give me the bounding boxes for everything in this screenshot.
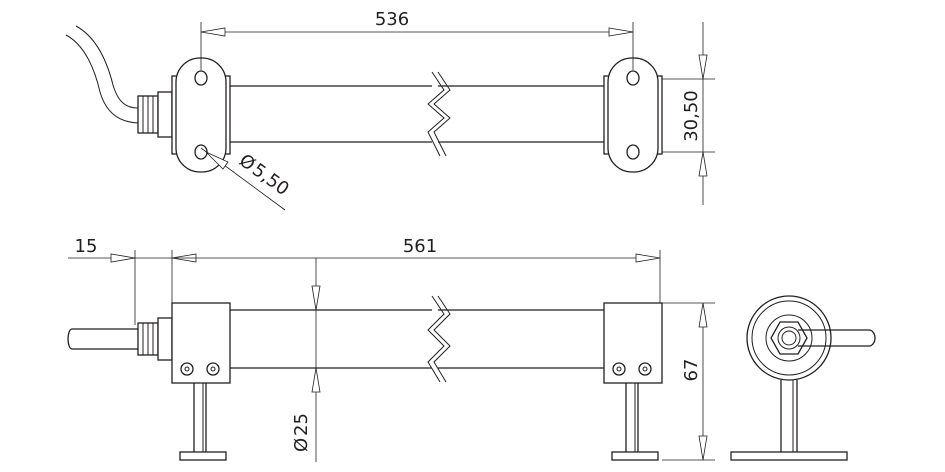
screw-head: [180, 362, 194, 376]
side-view: [730, 295, 876, 461]
front-view: 15 561 Ø 25 67: [67, 236, 715, 462]
dimension-arrow: [311, 367, 321, 393]
dimension-arrow: [205, 151, 229, 170]
right-bracket: [603, 57, 663, 173]
mount-hole: [626, 70, 640, 86]
dimension-arrow: [698, 54, 708, 80]
dimension-label-67: 67: [681, 359, 702, 382]
dimension-body-length: 561: [171, 236, 661, 303]
dimension-arrow: [698, 302, 708, 328]
base-plate: [179, 451, 227, 461]
left-bracket: [171, 57, 231, 173]
cable-gland-front: [137, 317, 173, 361]
mount-hole: [626, 144, 640, 160]
base-plate: [611, 451, 659, 461]
dimension-label-15: 15: [75, 236, 98, 257]
mount-hole: [194, 70, 208, 86]
side-base-plate: [730, 451, 848, 461]
top-view: 536 30,50 Ø 5,50: [65, 9, 715, 211]
cable: [65, 34, 139, 124]
dimension-hole-diameter: Ø 5,50: [200, 147, 293, 211]
dimension-arrow: [311, 285, 321, 311]
cable-gland: [137, 91, 173, 138]
dimension-gland-length: 15: [68, 236, 197, 325]
screw-head: [612, 362, 626, 376]
tube-body-front: [230, 309, 604, 369]
dimension-arrow: [110, 253, 136, 263]
dimension-tube-diameter: Ø 25: [291, 258, 321, 462]
dimension-hole-spacing: 536: [200, 9, 634, 70]
break-line: [427, 71, 445, 157]
dimension-overall-height: 67: [662, 302, 715, 461]
dimension-bracket-height: 30,50: [662, 22, 715, 205]
dimension-label-30-50: 30,50: [681, 90, 702, 142]
right-mount-block: [603, 302, 663, 461]
screw-head: [206, 362, 220, 376]
tube-body-top: [230, 85, 604, 143]
dimension-label-536: 536: [375, 9, 409, 30]
dimension-arrow: [698, 151, 708, 177]
dimension-label-25: 25: [291, 413, 312, 436]
mount-hole: [194, 144, 208, 160]
left-mount-block: [171, 302, 231, 461]
dimension-label-5-50: 5,50: [248, 159, 293, 200]
dimension-label-561: 561: [403, 236, 437, 257]
screw-head: [638, 362, 652, 376]
diameter-symbol: Ø: [291, 438, 312, 452]
dimension-arrow: [608, 27, 634, 37]
dimension-arrow: [200, 27, 226, 37]
dimension-arrow: [698, 435, 708, 461]
dimension-arrow: [635, 253, 661, 263]
